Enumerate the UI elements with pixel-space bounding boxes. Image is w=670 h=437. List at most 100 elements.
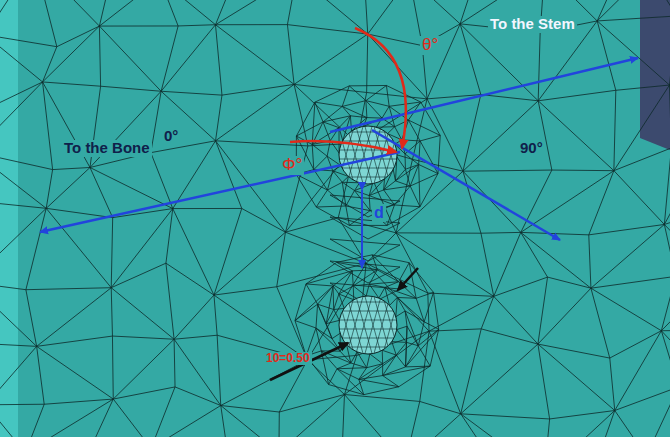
mesh-edge [99, 25, 178, 26]
mesh-edge [0, 208, 46, 282]
mesh-edge [25, 404, 44, 437]
mesh-edge [355, 123, 373, 187]
mesh-edge [334, 294, 339, 309]
mesh-edge [383, 355, 397, 375]
mesh-edge [669, 85, 670, 148]
mesh-edge [25, 399, 113, 437]
mesh-edge [368, 245, 400, 261]
mesh-edge [389, 297, 397, 305]
mesh-edge [372, 255, 398, 282]
mesh-edge [355, 293, 373, 357]
mesh-edge [355, 293, 373, 357]
mesh-edge [326, 320, 339, 323]
mesh-edge [336, 347, 400, 348]
mesh-edge [364, 293, 382, 357]
mesh-edge [215, 25, 294, 85]
mesh-edge [392, 342, 396, 355]
mesh-edge [429, 331, 461, 414]
mesh-edge [330, 239, 400, 245]
mesh-edge [174, 339, 176, 387]
mesh-edge [113, 387, 175, 399]
mesh-edge [463, 95, 481, 172]
mesh-edge [367, 117, 382, 119]
mesh-edge [160, 0, 216, 25]
mesh-edge [388, 127, 395, 134]
mesh-edge [420, 401, 461, 413]
mesh-edge [383, 355, 397, 364]
mesh-edge [111, 218, 112, 288]
mesh-edge [340, 333, 341, 351]
mesh-edge [406, 329, 439, 367]
direction-label: To the Bone [62, 140, 152, 157]
mesh-edge [99, 0, 159, 26]
mesh-edge [418, 322, 424, 346]
mesh-edge [396, 171, 463, 233]
mesh-edge [217, 335, 221, 405]
mesh-edge [591, 276, 670, 288]
mesh-edge [323, 122, 330, 141]
mesh-edge [344, 394, 404, 437]
mesh-edge [342, 106, 367, 117]
mesh-edge [350, 116, 351, 131]
mesh-edge [26, 208, 46, 289]
mesh-edge [296, 174, 316, 207]
mesh-edge [323, 122, 339, 128]
mesh-edge [397, 297, 424, 321]
mesh-edge [369, 190, 383, 196]
mesh-edge [428, 293, 494, 296]
mesh-edge [614, 171, 664, 225]
mesh-edge [353, 286, 366, 296]
mesh-edge [318, 304, 332, 338]
mesh-edge [461, 344, 538, 414]
mesh-edge [521, 232, 548, 277]
mesh-edge [337, 255, 373, 262]
mesh-edge [664, 224, 670, 276]
mesh-edge [664, 148, 670, 225]
mesh-edge [355, 123, 373, 187]
mesh-edge [368, 267, 400, 283]
mesh-edge [481, 233, 494, 296]
mesh-edge [538, 21, 597, 101]
mesh-edge [215, 25, 221, 95]
mesh-edge [327, 141, 330, 157]
mesh-edge [397, 157, 406, 169]
mesh-edge [460, 24, 538, 101]
mesh-edge [383, 367, 406, 376]
mesh-edge [216, 95, 222, 141]
mesh-edge [538, 288, 591, 344]
mesh-edge [173, 208, 242, 209]
mesh-edge [396, 311, 405, 317]
mesh-edge [46, 170, 52, 209]
mesh-edge [370, 354, 383, 364]
mesh-edge [346, 293, 364, 357]
mesh-edge [214, 295, 217, 335]
mesh-edge [400, 293, 418, 357]
mesh-edge [161, 25, 215, 92]
angle-label: 90° [518, 140, 545, 157]
mesh-edge [664, 147, 670, 225]
mesh-edge [538, 277, 548, 344]
mesh-edge [329, 369, 337, 385]
mesh-edge [366, 101, 367, 118]
mesh-edge [43, 82, 101, 86]
mesh-edge [461, 329, 482, 414]
mesh-edge [544, 411, 615, 437]
mesh-edge [661, 331, 670, 387]
mesh-edge [646, 387, 670, 437]
mesh-edge [379, 287, 385, 298]
mesh-edge [382, 350, 396, 355]
mesh-edge [344, 394, 419, 401]
mesh-edge [43, 47, 57, 82]
mesh-edge [538, 344, 550, 419]
mesh-edge [669, 85, 670, 147]
mesh-edge [419, 141, 420, 165]
mesh-edge [342, 182, 354, 190]
mesh-edge [407, 342, 419, 345]
mesh-edge [214, 208, 242, 295]
mesh-edge [53, 167, 90, 169]
mesh-edge [46, 208, 111, 287]
mesh-edge [342, 101, 366, 107]
mesh-edge [418, 346, 430, 366]
mesh-edge [333, 171, 343, 182]
mesh-edge [312, 145, 327, 157]
